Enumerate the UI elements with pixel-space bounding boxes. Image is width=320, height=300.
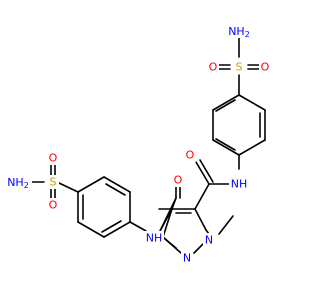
bond	[162, 208, 173, 238]
bond	[194, 208, 207, 231]
atom-subscript: 2	[24, 181, 29, 190]
sulfur-atom-top: S	[233, 60, 245, 74]
bond	[238, 94, 266, 111]
svg-text:NH2: NH2	[7, 176, 29, 190]
oxygen-atom: O	[47, 198, 59, 212]
atom-text: NH	[7, 176, 24, 189]
oxygen-atom: O	[184, 148, 196, 162]
atom-text: O	[209, 61, 218, 74]
bonds	[30, 35, 266, 254]
ring-nitrogen: N	[181, 251, 193, 265]
bond	[159, 197, 177, 232]
amino-group-left: NH2	[6, 175, 32, 190]
bond	[212, 139, 240, 156]
oxygen-atom: O	[47, 151, 59, 165]
atom-text: O	[261, 61, 270, 74]
amide-nitrogen-lower: NH	[144, 231, 164, 245]
amide-nitrogen-upper: NH	[229, 177, 249, 191]
bond	[129, 221, 147, 232]
ring-nitrogen-methyl: N	[203, 233, 215, 247]
atom-subscript: 2	[245, 30, 250, 39]
bond	[212, 94, 240, 111]
bond	[199, 159, 214, 183]
atom-text: S	[236, 61, 243, 74]
bond	[164, 238, 177, 249]
atom-text: NH	[146, 232, 163, 245]
atom-text: O	[49, 199, 58, 212]
bond	[77, 176, 105, 193]
oxygen-atom: O	[207, 60, 219, 74]
bond	[215, 99, 236, 112]
bond	[58, 182, 79, 193]
bond	[215, 138, 236, 151]
bond	[193, 243, 204, 254]
svg-text:NH2: NH2	[228, 25, 250, 39]
oxygen-atom: O	[172, 173, 184, 187]
bond	[103, 221, 131, 238]
bond	[105, 183, 126, 196]
bond	[77, 221, 105, 238]
bond	[103, 176, 131, 193]
atom-labels: NH2 S O O NH O N N	[6, 24, 271, 265]
molecule-structure: NH2 S O O NH O N N	[6, 24, 271, 265]
bond	[101, 220, 122, 233]
amino-group-top: NH2	[226, 24, 256, 39]
atom-text: N	[183, 252, 191, 265]
bond	[218, 215, 234, 235]
atom-text: NH	[228, 25, 245, 38]
atom-text: O	[49, 152, 58, 165]
atom-text: NH	[231, 178, 248, 191]
atom-text: S	[50, 176, 57, 189]
bond	[238, 139, 266, 156]
oxygen-atom: O	[259, 60, 271, 74]
bond	[194, 183, 210, 210]
sulfur-atom-left: S	[47, 175, 59, 189]
bond	[195, 161, 210, 185]
atom-text: O	[186, 149, 195, 162]
atom-text: N	[205, 234, 213, 247]
atom-text: O	[174, 174, 183, 187]
